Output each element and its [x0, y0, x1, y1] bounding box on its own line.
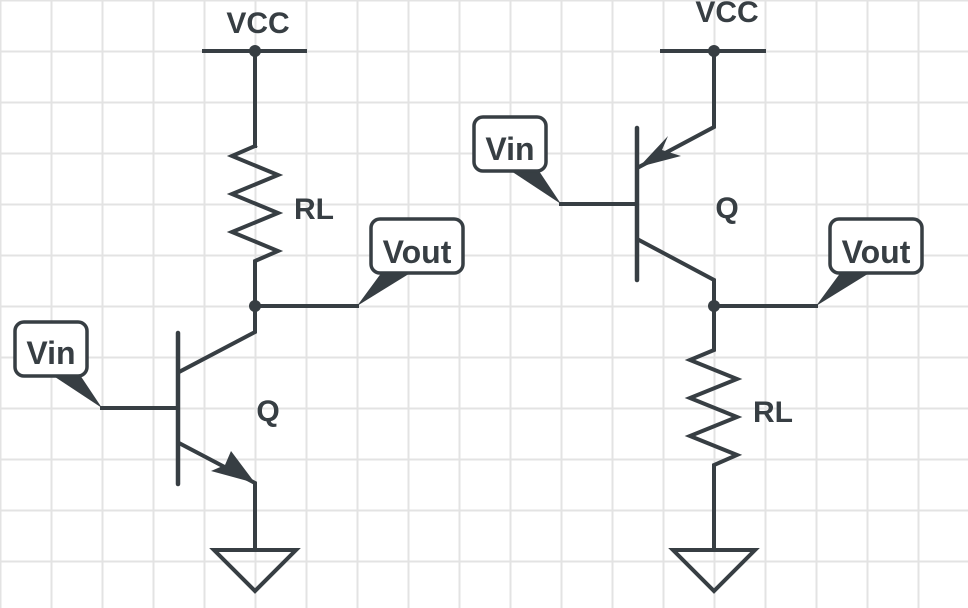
vout-label: Vout	[383, 234, 452, 270]
callout-box	[828, 217, 924, 275]
vin-label: Vin	[485, 131, 534, 167]
resistor-label: RL	[753, 396, 793, 429]
vout-callout: Vout	[816, 217, 924, 306]
vout-label: Vout	[842, 234, 911, 270]
transistor-label: Q	[256, 395, 279, 428]
callout-tail	[816, 272, 871, 306]
vin-callout: Vin	[472, 115, 561, 204]
ground-icon	[668, 548, 760, 594]
vcc-label: VCC	[695, 0, 758, 29]
vin-label: Vin	[26, 335, 75, 371]
load-resistor	[684, 304, 743, 552]
emitter-arrow-icon	[639, 136, 681, 167]
resistor-label: RL	[294, 193, 334, 226]
ground-icon	[209, 548, 301, 594]
callout-box	[369, 217, 465, 275]
collector-lead	[176, 304, 257, 375]
callout-tail	[357, 272, 412, 306]
vin-callout: Vin	[13, 320, 102, 408]
load-resistor	[226, 143, 284, 308]
callout-box	[13, 320, 89, 378]
pnp-circuit: VCC Q RL Vin Vout	[472, 0, 924, 594]
callout-tail	[52, 375, 102, 408]
vout-callout: Vout	[357, 217, 465, 306]
callout-box	[472, 115, 548, 173]
emitter-lead	[636, 49, 716, 170]
emitter-arrow-icon	[211, 451, 255, 483]
vcc-label: VCC	[226, 7, 289, 40]
collector-lead	[636, 237, 716, 308]
npn-circuit: VCC RL Q Vin Vout	[13, 7, 465, 594]
callout-tail	[511, 171, 561, 204]
transistor-label: Q	[715, 192, 738, 225]
